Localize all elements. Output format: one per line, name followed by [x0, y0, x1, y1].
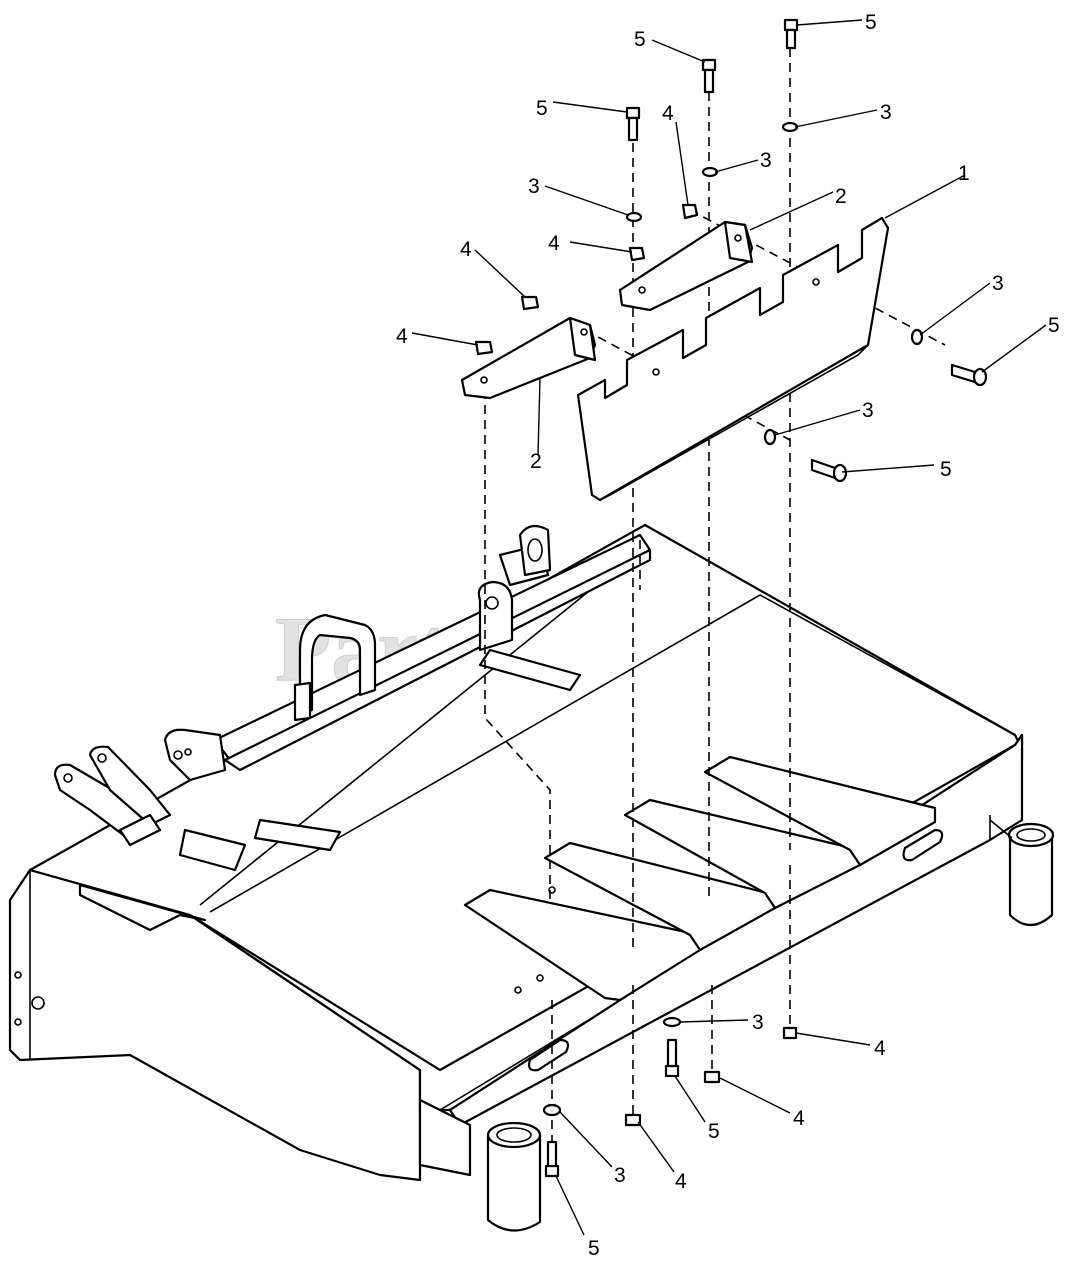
callout-5: 5 [634, 28, 646, 51]
callout-1: 1 [958, 162, 970, 185]
callout-3: 3 [760, 149, 772, 172]
bolts [544, 18, 988, 1178]
callout-3: 3 [862, 399, 874, 422]
callout-5: 5 [940, 458, 952, 481]
callout-5: 5 [865, 11, 877, 34]
callout-4: 4 [396, 325, 408, 348]
deck-frame [8, 523, 1055, 1232]
callout-2: 2 [530, 450, 542, 473]
callouts: 1 2 2 3 3 3 3 3 3 3 4 4 4 4 4 4 4 5 5 5 … [396, 11, 1060, 1260]
bracket-left [460, 316, 597, 400]
callout-4: 4 [460, 238, 472, 261]
leader-lines [411, 19, 1047, 1236]
rear-tube [213, 524, 652, 772]
callout-4: 4 [548, 232, 560, 255]
callout-5: 5 [1048, 314, 1060, 337]
callout-5: 5 [536, 97, 548, 120]
callout-3: 3 [880, 101, 892, 124]
left-pivot-brackets [53, 728, 342, 932]
callout-4: 4 [662, 102, 674, 125]
callout-4: 4 [874, 1037, 886, 1060]
deck-steps [463, 755, 937, 1002]
callout-5: 5 [708, 1120, 720, 1143]
bracket-right [618, 220, 754, 312]
callout-2: 2 [835, 185, 847, 208]
callout-4: 4 [793, 1107, 805, 1130]
callout-3: 3 [528, 175, 540, 198]
callout-3: 3 [992, 272, 1004, 295]
callout-3: 3 [614, 1164, 626, 1187]
callout-3: 3 [752, 1011, 764, 1034]
callout-4: 4 [675, 1170, 687, 1193]
notched-shield [576, 216, 890, 502]
callout-5: 5 [588, 1237, 600, 1260]
